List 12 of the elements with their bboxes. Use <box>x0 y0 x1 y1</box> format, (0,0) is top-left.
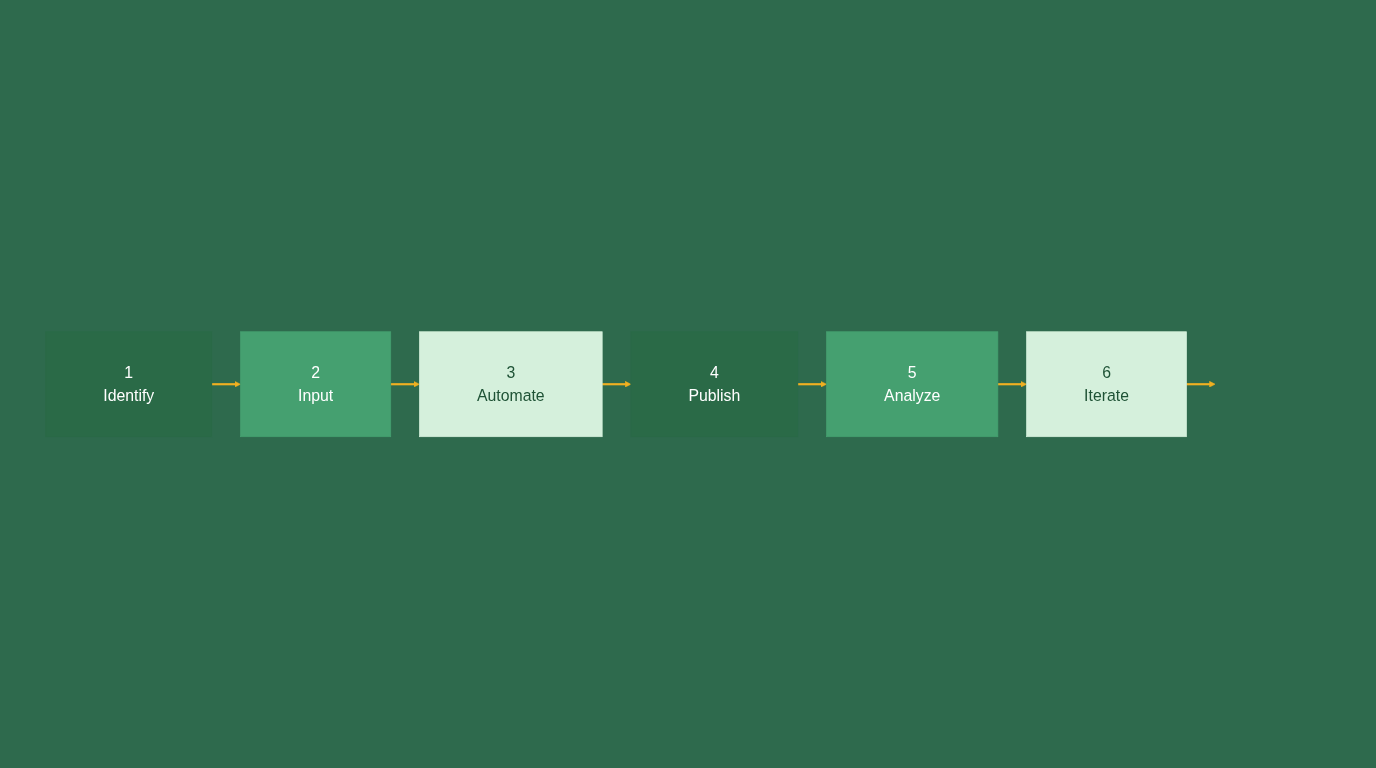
node-box: 6 Iterate <box>1026 331 1187 437</box>
arrow <box>390 380 420 388</box>
arrow <box>211 380 241 388</box>
node-box: 5 Analyze <box>826 331 999 437</box>
arrow <box>797 380 827 388</box>
arrow <box>1186 380 1216 388</box>
arrow <box>602 380 632 388</box>
node-box: 4 Publish <box>630 331 799 437</box>
node-box: 1 Identify <box>45 331 213 437</box>
arrow <box>997 380 1027 388</box>
node-box: 2 Input <box>240 331 392 437</box>
node-box: 3 Automate <box>419 331 603 437</box>
